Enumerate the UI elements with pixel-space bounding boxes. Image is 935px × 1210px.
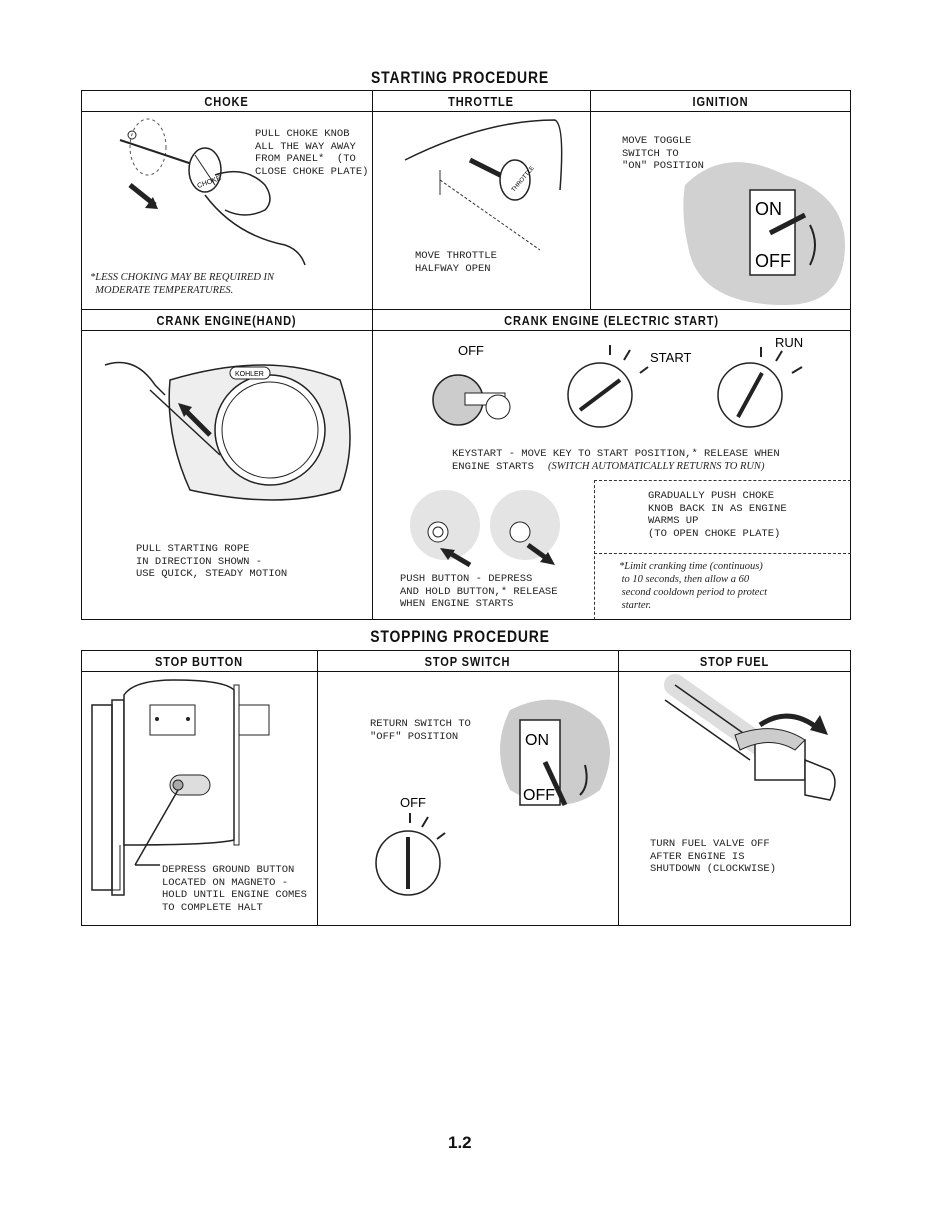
choke-instruction: PULL CHOKE KNOB ALL THE WAY AWAY FROM PA… — [255, 128, 369, 178]
stop-switch-on-label: ON — [525, 732, 549, 749]
throttle-illustration: THROTTLE — [404, 119, 563, 251]
column-divider — [317, 650, 318, 926]
stopping-procedure-table — [81, 650, 851, 926]
stop-switch-text: RETURN SWITCH TO "OFF" POSITION — [370, 718, 471, 743]
header-throttle: THROTTLE — [448, 94, 514, 109]
column-divider — [590, 90, 591, 309]
throttle-instruction: MOVE THROTTLE HALFWAY OPEN — [415, 250, 497, 275]
header-crank-hand: CRANK ENGINE(HAND) — [156, 313, 297, 328]
dashed-divider — [594, 553, 851, 554]
dashed-divider — [594, 480, 595, 620]
stop-switch-off-label: OFF — [523, 787, 555, 804]
starting-procedure-table — [81, 90, 851, 620]
choke-back-text: GRADUALLY PUSH CHOKE KNOB BACK IN AS ENG… — [648, 490, 787, 540]
header-ignition: IGNITION — [692, 94, 749, 109]
header-stop-button: STOP BUTTON — [155, 654, 243, 669]
crank-hand-illustration: KOHLER — [104, 361, 351, 501]
pushbutton-text: PUSH BUTTON - DEPRESS AND HOLD BUTTON,* … — [400, 573, 558, 610]
crank-hand-instruction: PULL STARTING ROPE IN DIRECTION SHOWN - … — [136, 543, 288, 580]
key-start-label: START — [650, 350, 691, 365]
key-run-label: RUN — [775, 335, 803, 350]
keystart-note: (SWITCH AUTOMATICALLY RETURNS TO RUN) — [548, 461, 765, 472]
key-off-label: OFF — [458, 343, 484, 358]
header-crank-electric: CRANK ENGINE (ELECTRIC START) — [504, 313, 719, 328]
starting-procedure-title: STARTING PROCEDURE — [371, 68, 549, 87]
page-number: 1.2 — [448, 1133, 472, 1152]
ignition-on-label: ON — [755, 199, 782, 219]
keystart-text: KEYSTART - MOVE KEY TO START POSITION,* … — [452, 448, 780, 473]
keyswitch-illustration: OFF START RUN — [432, 335, 803, 428]
stop-key-illustration: OFF — [375, 795, 446, 896]
stop-fuel-text: TURN FUEL VALVE OFF AFTER ENGINE IS SHUT… — [650, 838, 777, 875]
header-divider-2 — [81, 330, 851, 331]
header-stop-fuel: STOP FUEL — [699, 654, 770, 669]
choke-illustration: CHOKE — [119, 118, 306, 266]
ignition-off-label: OFF — [755, 251, 791, 271]
header-choke: CHOKE — [204, 94, 249, 109]
pushbutton-illustration — [410, 490, 560, 568]
fuel-valve-illustration — [664, 674, 836, 801]
ignition-illustration: ON OFF — [683, 162, 845, 305]
row-divider — [81, 309, 851, 310]
stop-toggle-illustration: ON OFF — [500, 699, 610, 807]
stop-off-label: OFF — [400, 795, 426, 810]
ignition-instruction: MOVE TOGGLE SWITCH TO "ON" POSITION — [622, 135, 704, 172]
stop-button-text: DEPRESS GROUND BUTTON LOCATED ON MAGNETO… — [162, 864, 307, 914]
header-stop-switch: STOP SWITCH — [424, 654, 511, 669]
choke-note: *LESS CHOKING MAY BE REQUIRED IN MODERAT… — [90, 272, 275, 296]
dashed-divider — [594, 480, 851, 481]
limit-note: *Limit cranking time (continuous) to 10 … — [619, 561, 768, 611]
magneto-illustration — [91, 679, 270, 896]
column-divider — [372, 90, 373, 620]
crank-hand-brand: KOHLER — [235, 371, 264, 378]
header-divider — [81, 111, 851, 112]
column-divider — [618, 650, 619, 926]
header-divider — [81, 671, 851, 672]
stopping-procedure-title: STOPPING PROCEDURE — [370, 627, 550, 646]
